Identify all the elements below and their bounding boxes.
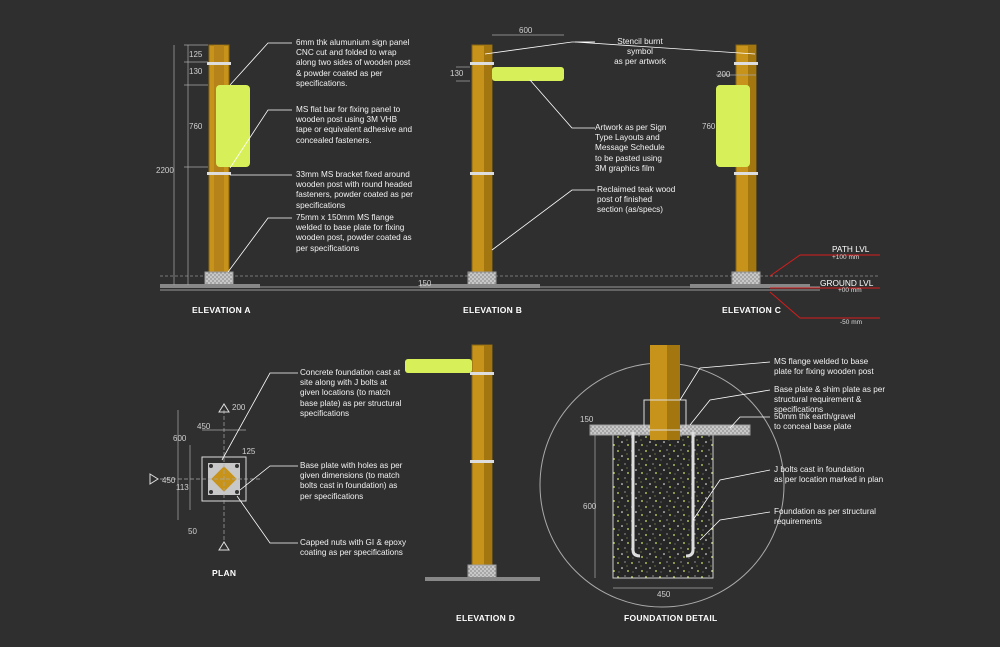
note-flange: 75mm x 150mm MS flange welded to base pl…: [296, 213, 412, 253]
dim-a-130: 130: [189, 67, 203, 76]
note-j-bolts: J bolts cast in foundation as per locati…: [774, 465, 884, 485]
ground-level-label: GROUND LVL: [820, 278, 874, 288]
note-base-plate: Base plate with holes as per given dimen…: [300, 461, 403, 501]
plan-view: [149, 403, 260, 551]
dim-p-450: 450: [197, 422, 211, 431]
title-elevation-b: ELEVATION B: [463, 305, 523, 315]
dim-b-130: 130: [450, 69, 464, 78]
dim-f-450: 450: [657, 590, 671, 599]
dim-a-760: 760: [189, 122, 203, 131]
dim-p-113: 113: [176, 483, 189, 492]
note-artwork: Artwork as per Sign Type Layouts and Mes…: [595, 123, 667, 173]
sign-panel-a: [216, 85, 250, 167]
note-flat-bar: MS flat bar for fixing panel to wooden p…: [296, 105, 413, 145]
note-shim: Base plate & shim plate as per structura…: [774, 385, 886, 415]
note-teak-post: Reclaimed teak wood post of finished sec…: [597, 185, 676, 215]
ground-level-value: +00 mm: [838, 287, 862, 294]
elevation-b: [420, 34, 564, 288]
sign-panel-c: [716, 85, 750, 167]
dim-c-200: 200: [717, 70, 731, 79]
level-marks: [769, 254, 880, 319]
dim-f-150: 150: [580, 415, 594, 424]
leader-lines: [221, 41, 771, 544]
dim-p-50: 50: [188, 527, 197, 536]
note-foundation: Foundation as per structural requirement…: [774, 507, 876, 527]
dim-p-200: 200: [232, 403, 246, 412]
dim-p-600: 600: [173, 434, 187, 443]
path-level-label: PATH LVL: [832, 244, 870, 254]
note-bracket: 33mm MS bracket fixed around wooden post…: [296, 170, 413, 210]
dim-b-600: 600: [519, 26, 533, 35]
title-elevation-d: ELEVATION D: [456, 613, 516, 623]
elevation-a: [160, 44, 260, 288]
dim-c-760: 760: [702, 122, 716, 131]
dim-a-125: 125: [189, 50, 203, 59]
title-elevation-a: ELEVATION A: [192, 305, 251, 315]
note-stencil: Stencil burnt symbol as per artwork: [614, 37, 666, 67]
title-elevation-c: ELEVATION C: [722, 305, 782, 315]
foundation-detail: [539, 345, 785, 608]
dim-p-450-vertical: 450: [162, 476, 176, 485]
elevation-c: [690, 44, 810, 288]
minus-level-value: -50 mm: [840, 319, 863, 326]
dim-a-2200: 2200: [156, 166, 174, 175]
sign-panel-b: [492, 67, 564, 81]
note-concrete: Concrete foundation cast at site along w…: [300, 368, 402, 418]
note-gravel: 50mm thk earth/gravel to conceal base pl…: [774, 412, 856, 432]
note-capped-nuts: Capped nuts with GI & epoxy coating as p…: [300, 538, 407, 558]
dim-f-600: 600: [583, 502, 597, 511]
dim-p-125: 125: [242, 447, 256, 456]
dim-a-150: 150: [418, 279, 432, 288]
elevation-d: [405, 344, 540, 581]
title-plan: PLAN: [212, 568, 237, 578]
title-foundation-detail: FOUNDATION DETAIL: [624, 613, 718, 623]
path-level-value: +100 mm: [832, 254, 860, 261]
note-sign-panel: 6mm thk alumunium sign panel CNC cut and…: [296, 38, 411, 88]
note-ms-flange: MS flange welded to base plate for fixin…: [774, 357, 874, 377]
sign-panel-d: [405, 359, 472, 373]
